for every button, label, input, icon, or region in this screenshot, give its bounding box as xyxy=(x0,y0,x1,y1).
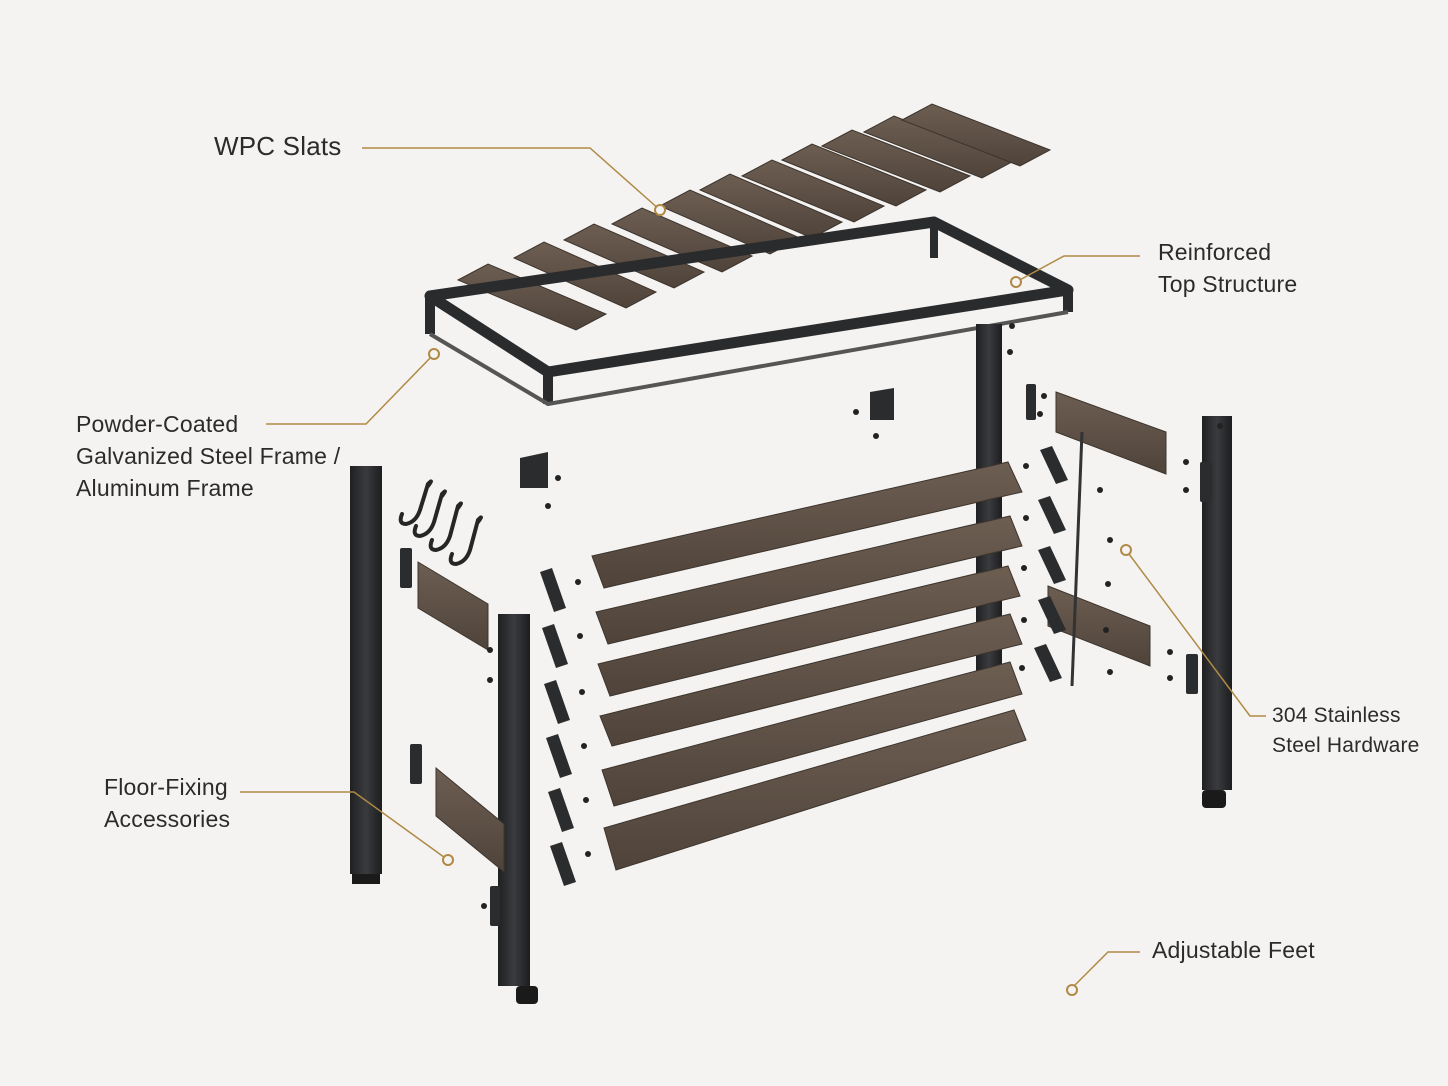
callout-line: Adjustable Feet xyxy=(1152,937,1315,963)
callout-dot xyxy=(1120,544,1132,556)
s-hook xyxy=(398,479,433,527)
bracket xyxy=(1026,384,1036,420)
leader-hardware xyxy=(1125,549,1266,717)
top-slat xyxy=(780,143,928,207)
bracket xyxy=(540,568,566,612)
callout-line: Aluminum Frame xyxy=(76,475,254,501)
leg-front-left xyxy=(498,614,530,986)
s-hooks xyxy=(398,479,483,567)
callout-hardware: 304 Stainless Steel Hardware xyxy=(1272,701,1420,761)
shelf-slat xyxy=(595,515,1023,645)
top-slat xyxy=(698,173,844,239)
bracket xyxy=(548,788,574,832)
callout-line: 304 Stainless xyxy=(1272,704,1401,727)
leader-top-structure xyxy=(1015,255,1140,283)
top-slat xyxy=(820,129,972,193)
top-slat xyxy=(456,263,608,331)
bracket xyxy=(400,548,412,588)
bracket xyxy=(542,624,568,668)
s-hook xyxy=(448,515,483,567)
bracket xyxy=(1040,446,1068,484)
leader-frame xyxy=(266,353,435,425)
top-slat xyxy=(562,223,706,289)
brackets xyxy=(400,384,1212,926)
shelf-slat xyxy=(597,565,1021,697)
callout-top-structure: Reinforced Top Structure xyxy=(1158,236,1297,300)
callout-frame: Powder-Coated Galvanized Steel Frame / A… xyxy=(76,408,340,504)
shelf-slat xyxy=(599,613,1023,747)
leader-wpc-slats xyxy=(362,147,661,211)
callout-line: Powder-Coated xyxy=(76,411,239,437)
shelf-slat xyxy=(591,461,1023,589)
bracket xyxy=(546,734,572,778)
s-hook xyxy=(412,489,447,539)
callout-line: Floor-Fixing xyxy=(104,774,228,800)
bracket xyxy=(1034,644,1062,682)
bracket xyxy=(1038,546,1066,584)
leader-feet xyxy=(1071,951,1140,989)
top-slat xyxy=(740,159,886,223)
bracket xyxy=(1038,496,1066,534)
shelf-slats xyxy=(591,461,1027,871)
bracket xyxy=(490,886,500,926)
callout-line: Galvanized Steel Frame / xyxy=(76,443,341,469)
callout-line: Top Structure xyxy=(1158,271,1298,297)
leader-floor xyxy=(240,791,449,861)
top-frame xyxy=(424,216,1074,406)
s-hook xyxy=(428,501,463,553)
side-panel-right-top xyxy=(1055,391,1167,475)
callout-dot xyxy=(428,348,440,360)
bracket xyxy=(550,842,576,886)
bracket xyxy=(1186,654,1198,694)
callout-floor-fixing: Floor-Fixing Accessories xyxy=(104,771,230,835)
bracket xyxy=(544,680,570,724)
callout-wpc-slats: WPC Slats xyxy=(214,130,341,162)
screws xyxy=(481,323,1223,909)
top-slat xyxy=(900,103,1052,167)
callout-dot xyxy=(1066,984,1078,996)
callout-adjustable-feet: Adjustable Feet xyxy=(1152,934,1315,966)
corner-bracket xyxy=(870,388,894,420)
callout-dot xyxy=(654,204,666,216)
bracket xyxy=(1200,462,1212,502)
callout-line: WPC Slats xyxy=(214,131,342,161)
leader-dots xyxy=(428,204,1132,996)
shelf-slat xyxy=(601,661,1023,807)
leg-back-left xyxy=(350,466,382,874)
leader-lines xyxy=(240,147,1266,989)
callout-line: Reinforced xyxy=(1158,239,1272,265)
callout-dot xyxy=(1010,276,1022,288)
corner-bracket xyxy=(520,452,548,488)
side-panel-left-bottom xyxy=(435,766,505,874)
side-panel-left-top xyxy=(417,561,489,651)
callout-line: Accessories xyxy=(104,806,231,832)
shelf-slat xyxy=(603,709,1027,871)
callout-line: Steel Hardware xyxy=(1272,734,1420,757)
callout-dot xyxy=(442,854,454,866)
side-panels xyxy=(417,391,1167,874)
top-slats xyxy=(456,103,1052,331)
bracket xyxy=(410,744,422,784)
bracket xyxy=(1038,596,1066,634)
